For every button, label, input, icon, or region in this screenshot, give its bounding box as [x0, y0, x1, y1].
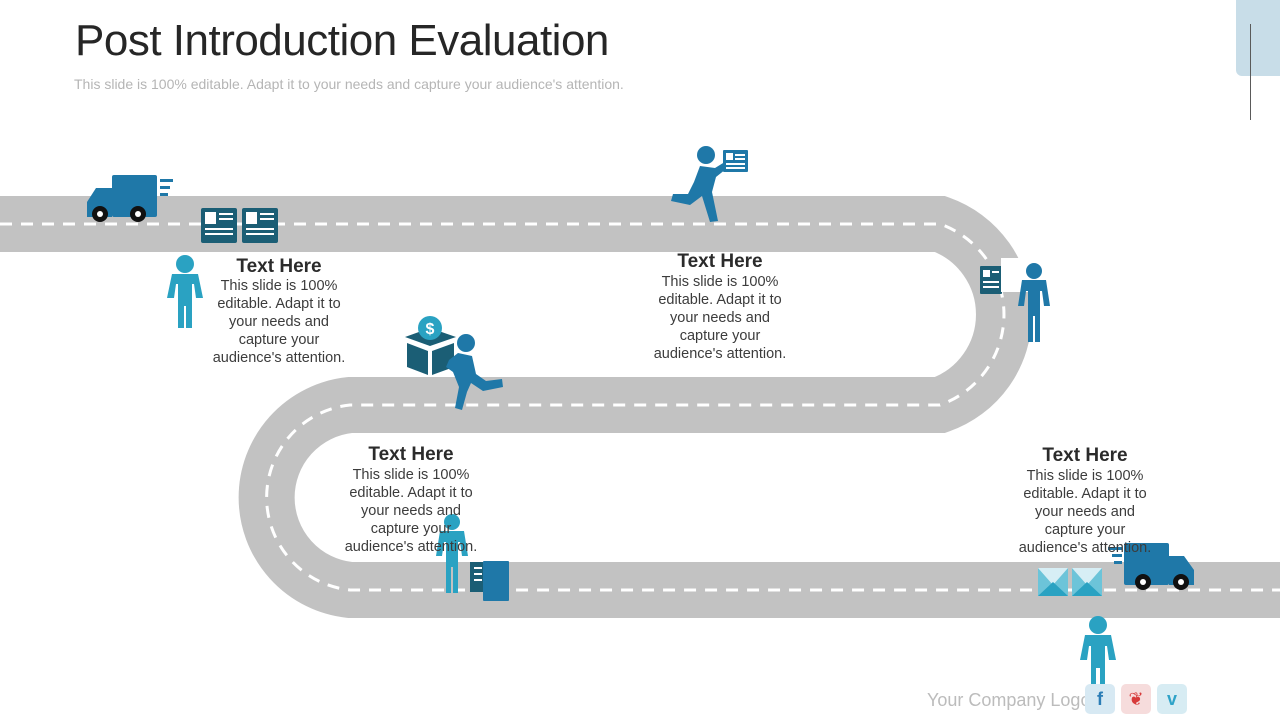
- slide-subtitle: This slide is 100% editable. Adapt it to…: [74, 76, 624, 92]
- text-block-1: Text Here This slide is 100%editable. Ad…: [196, 256, 362, 367]
- svg-text:$: $: [426, 321, 435, 338]
- document-icon: [201, 208, 237, 243]
- block-heading: Text Here: [677, 251, 763, 272]
- text-block-3: Text Here This slide is 100%editable. Ad…: [328, 444, 494, 556]
- facebook-icon[interactable]: f: [1085, 684, 1115, 714]
- document-icon: [470, 561, 509, 601]
- person-standing-icon: [1080, 616, 1116, 686]
- block-heading: Text Here: [236, 256, 322, 277]
- truck-icon: [87, 175, 173, 222]
- corner-tab: [1236, 0, 1280, 76]
- block-heading: Text Here: [1042, 445, 1128, 466]
- runner-with-document-icon: [671, 146, 748, 222]
- company-logo-text: Your Company Logo: [927, 690, 1091, 710]
- person-standing-icon: [436, 514, 468, 593]
- text-block-2: Text Here This slide is 100%editable. Ad…: [637, 251, 803, 363]
- text-block-4: Text Here This slide is 100%editable. Ad…: [1002, 445, 1168, 557]
- corner-line: [1250, 24, 1251, 120]
- twitter-icon[interactable]: ❦: [1121, 684, 1151, 714]
- person-standing-icon: [1018, 263, 1050, 342]
- document-icon: [242, 208, 278, 243]
- person-standing-icon: [167, 255, 203, 328]
- block-heading: Text Here: [368, 444, 454, 465]
- slide-title: Post Introduction Evaluation: [75, 16, 609, 65]
- envelope-icon: [1038, 568, 1068, 596]
- person-pushing-icon: [446, 334, 503, 410]
- envelope-icon: [1072, 568, 1102, 596]
- truck-icon: [1108, 543, 1194, 590]
- vimeo-icon[interactable]: v: [1157, 684, 1187, 714]
- document-icon: [980, 266, 1002, 294]
